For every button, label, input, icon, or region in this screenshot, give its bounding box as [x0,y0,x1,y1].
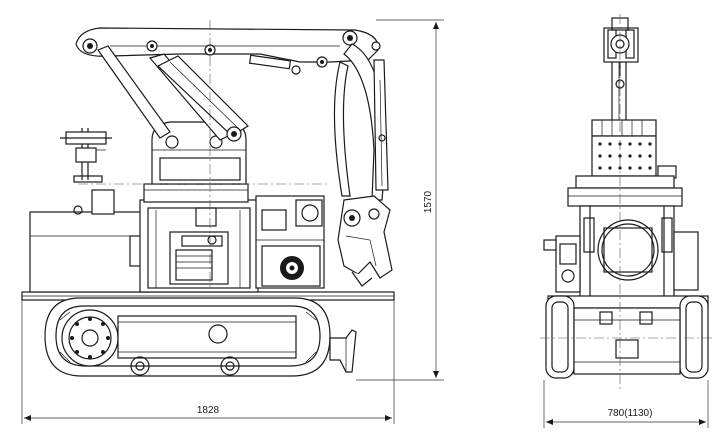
front-view [540,14,712,390]
width-label: 780(1130) [608,408,653,419]
crawler-track [44,297,331,377]
dimension-height: 1570 [356,19,444,381]
side-view [21,20,395,377]
dozer-blade [329,329,357,373]
height-label: 1570 [423,190,434,213]
valve-bank [591,119,677,179]
front-tracks [545,295,709,379]
breaker-attachment [337,195,393,287]
front-boom-column [603,17,639,123]
boom-arm [75,27,381,142]
front-frame [543,175,699,299]
dimension-width: 780(1130) [543,380,709,428]
dimension-length: 1828 [21,300,395,424]
dipper-arm [333,43,389,201]
length-label: 1828 [197,405,220,416]
mast [60,128,112,183]
chassis-body [29,189,325,293]
motor-housing [597,219,659,281]
